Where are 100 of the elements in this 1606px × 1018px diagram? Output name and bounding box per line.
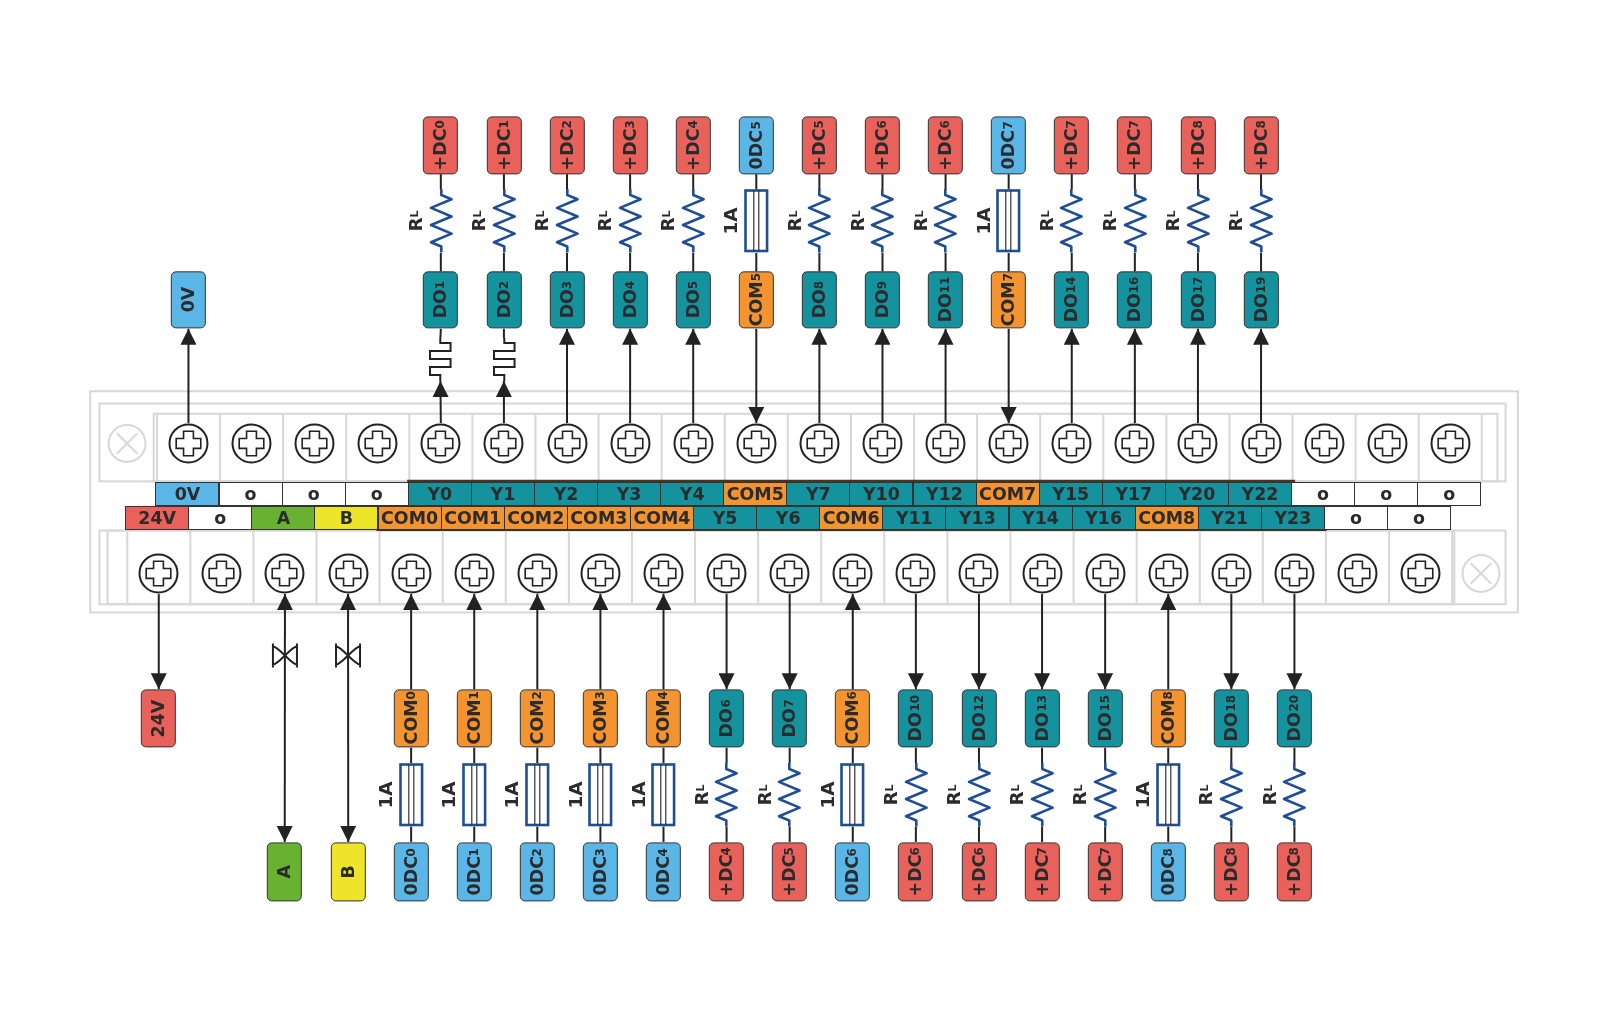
arrow — [1034, 593, 1051, 691]
terminal-screw — [357, 423, 399, 464]
arrow — [937, 327, 954, 424]
wire — [692, 252, 695, 273]
arrow — [718, 593, 735, 691]
terminal-screw — [1084, 553, 1126, 595]
wire — [1167, 825, 1170, 843]
terminal-screw — [1147, 553, 1189, 595]
wire — [1041, 825, 1044, 843]
terminal-label: o — [1387, 505, 1452, 530]
wire — [439, 173, 442, 191]
terminal-screw — [609, 423, 651, 464]
component-label: 1A — [437, 780, 460, 811]
arrow — [874, 327, 891, 424]
component-label: 1A — [1131, 780, 1154, 811]
arrow — [811, 327, 828, 424]
terminal-screw — [769, 553, 811, 595]
terminal-screw — [1429, 423, 1471, 464]
output-terminal-box: Y5 — [693, 505, 758, 530]
arrow — [907, 593, 924, 691]
wire — [629, 173, 632, 191]
wire — [1070, 173, 1073, 191]
arrow — [276, 593, 293, 843]
resistor-symbol — [777, 763, 802, 827]
wire — [977, 746, 980, 765]
wire — [502, 173, 505, 191]
fuse-symbol — [1155, 763, 1181, 827]
arrow — [403, 593, 420, 691]
arrow — [432, 380, 449, 424]
terminal-screw — [1303, 423, 1345, 464]
wire — [566, 173, 568, 191]
wire — [1260, 252, 1263, 273]
arrow — [466, 593, 483, 691]
resistor-symbol — [1092, 763, 1118, 827]
output-terminal-box: Y7 — [786, 482, 851, 506]
fuse-symbol — [996, 189, 1021, 253]
arrow — [1000, 327, 1017, 424]
wire — [1133, 173, 1136, 191]
fuse-symbol — [651, 763, 676, 827]
wire — [662, 825, 665, 843]
resistor-symbol — [617, 189, 643, 253]
output-terminal-box: Y0 — [407, 482, 472, 506]
output-terminal-box: Y17 — [1101, 482, 1166, 506]
component-label: 1A — [374, 780, 397, 811]
wire — [1007, 252, 1010, 273]
terminal-screw — [925, 423, 967, 464]
arrow — [592, 593, 609, 691]
wire — [977, 825, 980, 843]
wire — [755, 252, 758, 273]
arrow — [655, 593, 672, 691]
terminal-screw — [1337, 553, 1378, 595]
common-terminal-box: COM5 — [723, 482, 788, 506]
arrow — [150, 593, 167, 691]
resistor-symbol — [1219, 763, 1244, 827]
arrow — [1223, 593, 1240, 691]
fuse-symbol — [840, 763, 866, 827]
wire — [439, 327, 442, 339]
output-terminal-box: Y3 — [597, 482, 662, 506]
supply-terminal-box: 0V — [171, 271, 206, 329]
arrow — [180, 327, 197, 424]
wire — [851, 825, 854, 843]
arrow — [1097, 593, 1114, 691]
wire — [788, 746, 791, 765]
resistor-symbol — [714, 763, 739, 827]
terminal-screw — [988, 423, 1030, 464]
terminal-screw — [862, 423, 903, 464]
wire — [473, 746, 476, 765]
terminal-screw — [264, 553, 306, 595]
fuse-symbol — [588, 763, 613, 827]
arrow — [781, 593, 798, 691]
wire — [818, 173, 821, 191]
terminal-screw — [390, 553, 432, 595]
resistor-symbol — [1248, 189, 1274, 253]
terminal-screw — [1210, 553, 1252, 595]
resistor-symbol — [1122, 189, 1148, 253]
wire — [410, 825, 413, 843]
terminal-screw — [1051, 423, 1093, 464]
resistor-symbol — [554, 189, 580, 253]
wire — [725, 746, 728, 765]
signal-terminal-box: A — [251, 505, 316, 530]
resistor-symbol — [903, 763, 929, 827]
terminal-label: o — [1417, 482, 1482, 506]
arrow — [685, 327, 702, 424]
wire — [1007, 173, 1010, 191]
resistor-symbol — [807, 189, 832, 253]
wire — [755, 173, 758, 191]
output-terminal-box: Y15 — [1038, 482, 1103, 506]
wire — [851, 746, 854, 765]
terminal-screw — [294, 423, 336, 464]
wire — [914, 746, 917, 765]
terminal-screw — [958, 553, 1000, 595]
component-label: 1A — [971, 206, 995, 237]
wire — [914, 825, 917, 843]
component-label: 1A — [626, 780, 650, 811]
resistor-symbol — [1029, 763, 1055, 827]
terminal-label: o — [281, 482, 346, 506]
wire — [1133, 252, 1136, 273]
wire — [1196, 252, 1199, 273]
arrow — [1253, 327, 1270, 424]
terminal-screw — [1240, 423, 1282, 464]
